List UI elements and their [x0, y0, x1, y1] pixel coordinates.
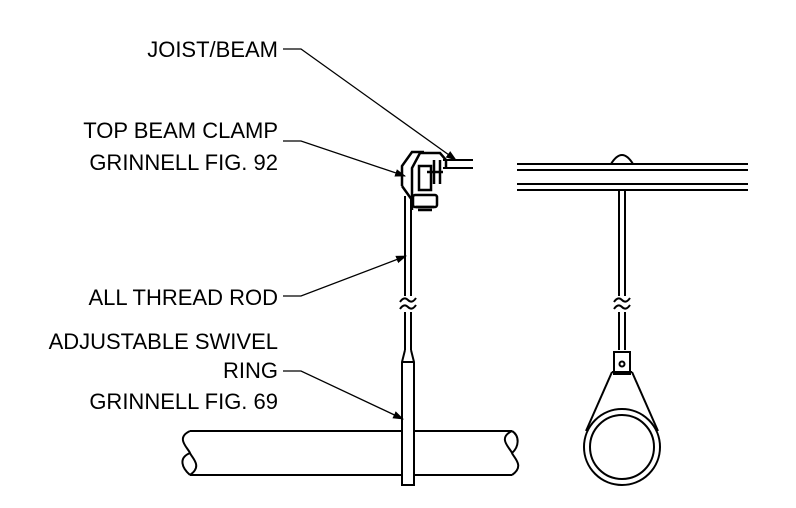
joist-beam-right: [517, 154, 748, 191]
joist-beam-left: [443, 159, 473, 169]
pipe-side-view: [181, 430, 520, 476]
swivel-ring-right: [585, 351, 659, 432]
label-swivel-ring-line2: RING: [223, 358, 278, 383]
label-swivel-ring-line1: ADJUSTABLE SWIVEL: [48, 329, 278, 354]
all-thread-rod-left: [399, 196, 417, 350]
leader-swivel-ring: [283, 370, 404, 420]
leader-top-beam-clamp: [283, 140, 407, 177]
label-top-beam-clamp: TOP BEAM CLAMP: [83, 118, 278, 143]
label-joist-beam: JOIST/BEAM: [147, 37, 278, 62]
leader-all-thread-rod: [283, 255, 408, 297]
pipe-section: [583, 408, 661, 486]
label-swivel-ring-fig: GRINNELL FIG. 69: [89, 389, 278, 414]
swivel-ring-left: [401, 349, 415, 486]
leader-joist-beam: [283, 48, 457, 161]
label-all-thread-rod: ALL THREAD ROD: [88, 285, 279, 310]
top-beam-clamp: [400, 150, 448, 212]
label-top-beam-clamp-fig: GRINNELL FIG. 92: [89, 150, 278, 175]
all-thread-rod-right: [613, 190, 631, 350]
